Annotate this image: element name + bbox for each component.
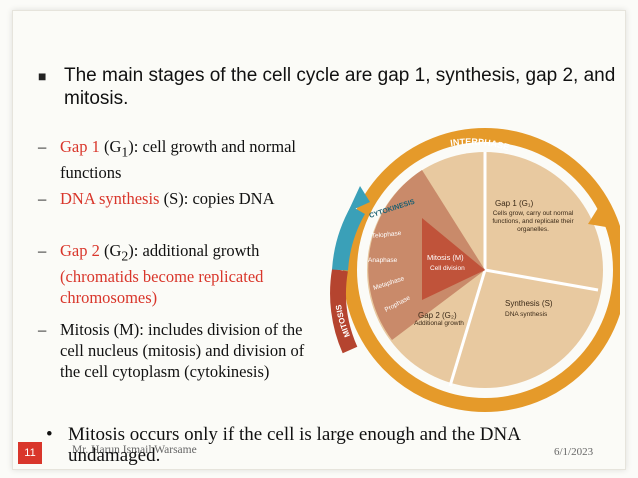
footer-date: 6/1/2023 xyxy=(554,446,594,458)
gap2-sub: 2 xyxy=(121,248,129,264)
dash-icon: – xyxy=(38,320,47,339)
synthesis-rest: (S): copies DNA xyxy=(159,189,275,208)
cytokinesis-band xyxy=(332,206,366,271)
mitosis-band xyxy=(330,268,358,354)
subpoint-gap2: – Gap 2 (G2): additional growth (chromat… xyxy=(38,240,328,308)
s-body: DNA synthesis xyxy=(505,311,548,318)
gap2-rest: ): additional growth xyxy=(128,241,260,260)
subpoint-gap1: – Gap 1 (G1): cell growth and normal fun… xyxy=(38,136,328,183)
phase-anaphase: Anaphase xyxy=(368,257,398,264)
gap1-rest: ): cell growth and normal functions xyxy=(60,137,296,183)
term-dna-synthesis: DNA synthesis xyxy=(60,189,160,208)
interphase-arrow xyxy=(588,208,612,228)
subpoint-mitosis: – Mitosis (M): includes division of the … xyxy=(38,319,328,382)
m-body: Cell division xyxy=(430,265,465,272)
gap1-paren: (G xyxy=(99,137,122,156)
subpoint-synthesis: – DNA synthesis (S): copies DNA xyxy=(38,188,328,209)
gap2-paren: (G xyxy=(99,241,122,260)
divider-line xyxy=(484,268,599,292)
g1-body-box: Cells grow, carry out normal functions, … xyxy=(492,210,574,233)
bullet-icon: ■ xyxy=(38,68,47,84)
dash-icon: – xyxy=(38,137,47,156)
s-title: Synthesis (S) xyxy=(505,299,553,308)
dash-icon: – xyxy=(38,189,47,208)
dash-icon: – xyxy=(38,241,47,260)
interphase-ring xyxy=(343,128,620,412)
mitosis-text: Mitosis (M): includes division of the ce… xyxy=(60,320,305,381)
mitosis-center xyxy=(422,218,485,300)
g2-body-box: Additional growth xyxy=(414,320,464,327)
phase-telophase: Telophase xyxy=(371,230,402,240)
g2-title: Gap 2 (G₂) xyxy=(418,311,457,320)
m-title: Mitosis (M) xyxy=(427,253,464,262)
slide-number: 11 xyxy=(18,442,42,464)
lead-text: The main stages of the cell cycle are ga… xyxy=(64,65,616,109)
lead-bullet: ■ The main stages of the cell cycle are … xyxy=(38,64,623,110)
term-gap1: Gap 1 xyxy=(60,137,100,156)
cytokinesis-arrow xyxy=(348,186,370,212)
gap1-sub: 1 xyxy=(121,144,129,160)
gap2-note: (chromatids become replicated chromosome… xyxy=(60,267,264,308)
divider-line xyxy=(448,269,487,387)
bullet-dot-icon: • xyxy=(46,424,53,445)
g1-body: Cells grow, carry out normal functions, … xyxy=(492,210,574,233)
cell-cycle-diagram: INTERPHASE MITOSIS CYTOKINESIS Gap 1 (G₁… xyxy=(330,128,620,412)
final-bullet-text: Mitosis occurs only if the cell is large… xyxy=(68,424,520,466)
footer-author: Mr. Harun Ismail Warsame xyxy=(72,444,197,456)
final-bullet: • Mitosis occurs only if the cell is lar… xyxy=(46,424,606,466)
g1-title: Gap 1 (G₁) xyxy=(495,199,534,208)
g2-body: Additional growth xyxy=(414,320,464,327)
term-gap2: Gap 2 xyxy=(60,241,100,260)
